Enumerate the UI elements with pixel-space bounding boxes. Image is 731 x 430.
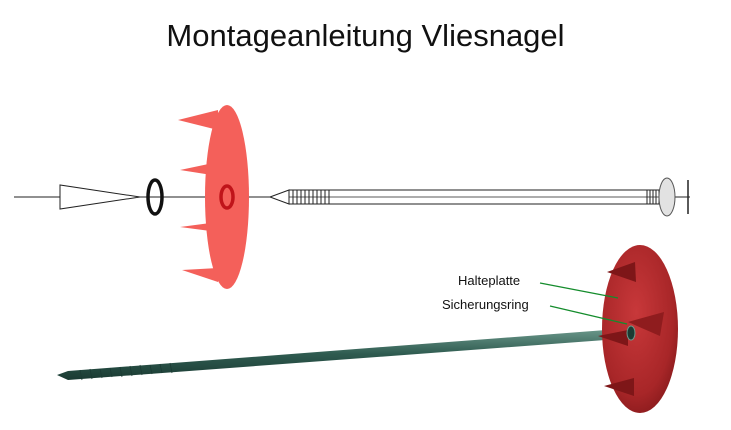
assembled-nail-icon — [57, 328, 632, 381]
direction-arrow-icon — [59, 184, 141, 210]
assembled-holding-plate-icon — [598, 245, 678, 413]
assembled-retaining-ring-icon — [626, 325, 636, 341]
sicherungsring-leader-line — [549, 305, 628, 325]
halteplatte-leader-line — [539, 282, 619, 299]
sicherungsring-label: Sicherungsring — [442, 297, 529, 312]
nail-icon — [268, 177, 689, 217]
halteplatte-label: Halteplatte — [458, 273, 521, 288]
page-title: Montageanleitung Vliesnagel — [166, 18, 565, 53]
retaining-ring-icon — [146, 178, 164, 216]
holding-plate-icon — [178, 105, 249, 289]
exploded-view — [14, 105, 690, 289]
assembled-view — [57, 245, 678, 413]
